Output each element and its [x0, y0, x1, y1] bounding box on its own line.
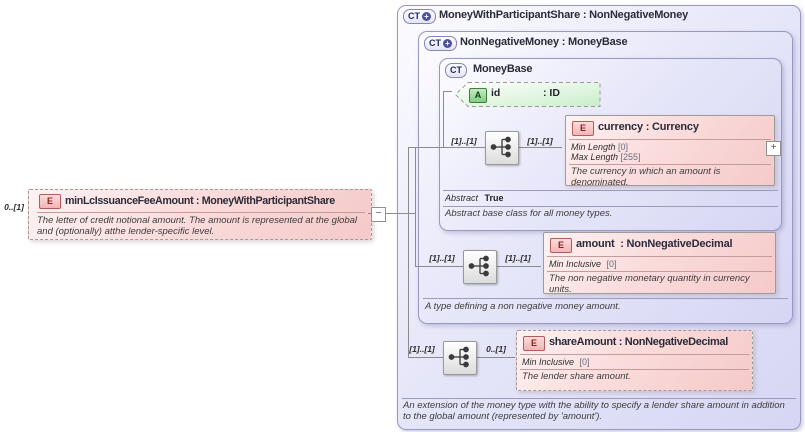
complextype-nonnegativemoney-annotation: A type defining a non negative money amo…: [425, 301, 621, 312]
attribute-shape: [454, 82, 601, 107]
element-shareamount-annotation: The lender share amount.: [522, 371, 631, 382]
element-badge-icon: E: [523, 336, 545, 351]
facet-row: Min Inclusive [0]: [549, 259, 617, 269]
facet-name: Min Length: [571, 142, 616, 152]
ct-badge-text: CT: [408, 11, 420, 21]
divider: [520, 369, 749, 370]
facet-value: [0]: [618, 142, 629, 152]
element-badge-icon: E: [39, 194, 61, 209]
sequence-compositor-icon[interactable]: [485, 131, 519, 165]
cardinality-label: [1]..[1]: [451, 136, 477, 146]
cardinality-label: [1]..[1]: [527, 136, 553, 146]
element-amount-title: amount : NonNegativeDecimal: [576, 238, 733, 250]
element-shareamount-box[interactable]: E shareAmount : NonNegativeDecimal Min I…: [516, 330, 753, 391]
element-minlcissuancefeeamount-box[interactable]: E minLcIssuanceFeeAmount : MoneyWithPart…: [28, 189, 372, 240]
divider: [547, 271, 772, 272]
facet-row: Min Inclusive [0]: [522, 357, 590, 367]
connector-line: [443, 91, 444, 147]
divider: [547, 256, 772, 257]
complextype-badge-icon: CT: [445, 63, 467, 78]
divider: [443, 206, 778, 207]
facet-row: Min Length [0]: [571, 142, 628, 152]
facet-row: Abstract True: [445, 193, 504, 203]
connector-line: [517, 147, 562, 148]
divider: [37, 212, 365, 213]
facet-row: Max Length [255]: [571, 152, 641, 162]
attribute-id-name: id: [491, 87, 501, 99]
facet-value: True: [484, 193, 504, 203]
facet-name: Max Length: [571, 152, 619, 162]
expand-toggle[interactable]: +: [766, 141, 781, 156]
extension-plus-icon: +: [443, 39, 452, 48]
divider: [569, 164, 771, 165]
facet-name: Abstract: [445, 193, 479, 203]
cardinality-label: [1]..[1]: [429, 253, 455, 263]
connector-line: [443, 91, 452, 92]
sequence-glyph: [468, 255, 489, 277]
divider: [443, 190, 778, 191]
connector-line: [408, 357, 443, 358]
facet-value: [0]: [579, 357, 590, 367]
connector-line: [495, 266, 541, 267]
element-minlcissuancefeeamount-title: minLcIssuanceFeeAmount : MoneyWithPartic…: [65, 195, 335, 207]
element-shareamount-title: shareAmount : NonNegativeDecimal: [549, 336, 728, 348]
connector-line: [475, 357, 515, 358]
sequence-compositor-icon[interactable]: [443, 341, 477, 375]
attribute-badge-icon: A: [469, 88, 487, 103]
complextype-moneywithparticipantshare-annotation: An extension of the money type with the …: [403, 400, 785, 422]
facet-value: [0]: [606, 259, 617, 269]
facet-name: Min Inclusive: [549, 259, 602, 269]
element-badge-icon: E: [550, 238, 572, 253]
complextype-moneybase-title: MoneyBase: [473, 63, 533, 75]
sequence-glyph: [448, 346, 469, 368]
attribute-id-type: : ID: [543, 87, 560, 99]
sequence-compositor-icon[interactable]: [463, 250, 497, 284]
attribute-id-box[interactable]: A id : ID: [454, 82, 601, 107]
element-minlcissuancefeeamount-annotation: The letter of credit notional amount. Th…: [37, 215, 358, 237]
connector-line: [408, 147, 485, 148]
complextype-badge-icon: CT +: [424, 36, 457, 51]
cardinality-label: [1]..[1]: [409, 344, 435, 354]
divider: [402, 398, 796, 399]
complextype-nonnegativemoney-title: NonNegativeMoney : MoneyBase: [460, 36, 628, 48]
complextype-moneybase-annotation: Abstract base class for all money types.: [445, 208, 613, 219]
connector-line: [415, 147, 416, 267]
facet-value: [255]: [620, 152, 641, 162]
complextype-moneywithparticipantshare-title: MoneyWithParticipantShare : NonNegativeM…: [439, 9, 689, 21]
cardinality-label: [1]..[1]: [505, 253, 531, 263]
extension-plus-icon: +: [422, 12, 431, 21]
element-currency-annotation: The currency in which an amount is denom…: [571, 166, 721, 188]
connector-line: [408, 147, 409, 358]
ct-badge-text: CT: [429, 38, 441, 48]
element-amount-annotation: The non negative monetary quantity in cu…: [549, 273, 750, 295]
cardinality-label: 0..[1]: [486, 344, 506, 354]
facet-name: Min Inclusive: [522, 357, 575, 367]
ct-badge-text: CT: [450, 65, 462, 75]
element-badge-icon: E: [572, 121, 594, 136]
element-currency-title: currency : Currency: [598, 121, 699, 133]
divider: [569, 139, 771, 140]
connector-line: [368, 213, 415, 214]
sequence-glyph: [490, 136, 511, 158]
divider: [423, 298, 788, 299]
element-amount-box[interactable]: E amount : NonNegativeDecimal Min Inclus…: [543, 232, 776, 294]
complextype-badge-icon: CT +: [403, 9, 436, 24]
element-currency-box[interactable]: E currency : Currency Min Length [0] Max…: [565, 115, 775, 188]
collapse-toggle[interactable]: −: [371, 207, 386, 222]
divider: [520, 354, 749, 355]
connector-line: [415, 266, 463, 267]
source-cardinality-label: 0..[1]: [4, 202, 24, 212]
